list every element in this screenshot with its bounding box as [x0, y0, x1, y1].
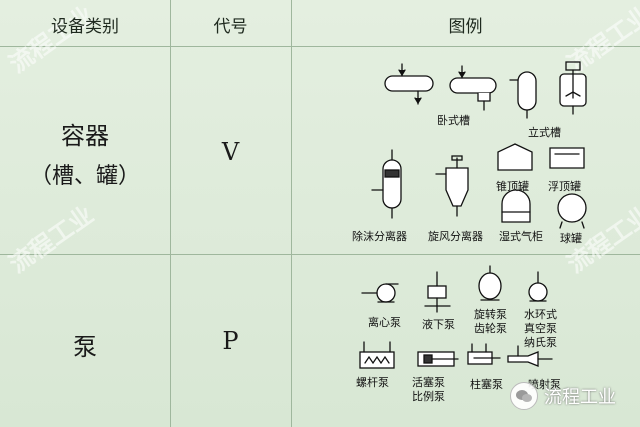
header-code: 代号: [213, 17, 248, 37]
label-horizontal-tank: 卧式槽: [437, 114, 470, 127]
label-piston-pump: 活塞泵: [412, 376, 445, 389]
agitated-tank-symbol: [559, 61, 587, 115]
label-plunger-pump: 柱塞泵: [470, 378, 503, 391]
plunger-pump-symbol: [467, 343, 501, 365]
label-liquid-ring: 水环式: [524, 308, 557, 321]
logo-text: 流程工业: [544, 387, 616, 408]
label-vacuum-pump: 真空泵: [524, 322, 557, 335]
horizontal-tank-symbol: [384, 63, 434, 105]
category-vessel-sub: （槽、罐）: [29, 164, 140, 189]
label-floating-roof-tank: 浮顶罐: [548, 180, 581, 193]
rotary-pump-symbol: [478, 265, 502, 301]
centrifugal-pump-symbol: [361, 283, 399, 303]
label-vertical-tank: 立式槽: [528, 126, 561, 139]
row-divider: [0, 254, 640, 255]
code-vessel: V: [221, 138, 240, 166]
code-pump: P: [222, 327, 239, 355]
header-category: 设备类别: [51, 17, 119, 37]
label-ejector-pump: 喷射泵: [528, 378, 561, 391]
category-pump: 泵: [73, 333, 97, 361]
sphere-tank-symbol: [557, 193, 587, 229]
label-sphere-tank: 球罐: [560, 232, 582, 245]
col-divider-1: [170, 0, 171, 427]
horizontal-tank-boot-symbol: [449, 65, 497, 111]
label-cyclone-separator: 旋风分离器: [428, 230, 483, 243]
wechat-icon: [510, 382, 538, 410]
label-cone-roof-tank: 锥顶罐: [496, 180, 529, 193]
label-centrifugal-pump: 离心泵: [368, 316, 401, 329]
demister-separator-symbol: [371, 149, 402, 219]
brand-logo: 流程工业: [510, 380, 616, 412]
label-demister-separator: 除沫分离器: [352, 230, 407, 243]
label-screw-pump: 螺杆泵: [356, 376, 389, 389]
label-gear-pump: 齿轮泵: [474, 322, 507, 335]
cone-roof-tank-symbol: [497, 143, 533, 171]
label-nash-pump: 纳氏泵: [524, 336, 557, 349]
gas-holder-symbol: [501, 189, 531, 223]
label-gas-holder: 湿式气柜: [499, 230, 543, 243]
header-divider: [0, 46, 640, 47]
label-proportional-pump: 比例泵: [412, 390, 445, 403]
floating-roof-tank-symbol: [549, 147, 585, 169]
ejector-pump-symbol: [507, 345, 553, 367]
label-rotary-pump: 旋转泵: [474, 308, 507, 321]
liquid-ring-pump-symbol: [528, 271, 548, 302]
vertical-tank-symbol: [509, 71, 537, 119]
col-divider-2: [291, 0, 292, 427]
label-submerged-pump: 液下泵: [422, 318, 455, 331]
header-legend: 图例: [448, 17, 483, 37]
category-vessel: 容器: [61, 122, 109, 150]
submerged-pump-symbol: [424, 271, 451, 313]
piston-pump-symbol: [417, 351, 459, 367]
cyclone-symbol: [435, 155, 469, 217]
screw-pump-symbol: [359, 341, 395, 369]
